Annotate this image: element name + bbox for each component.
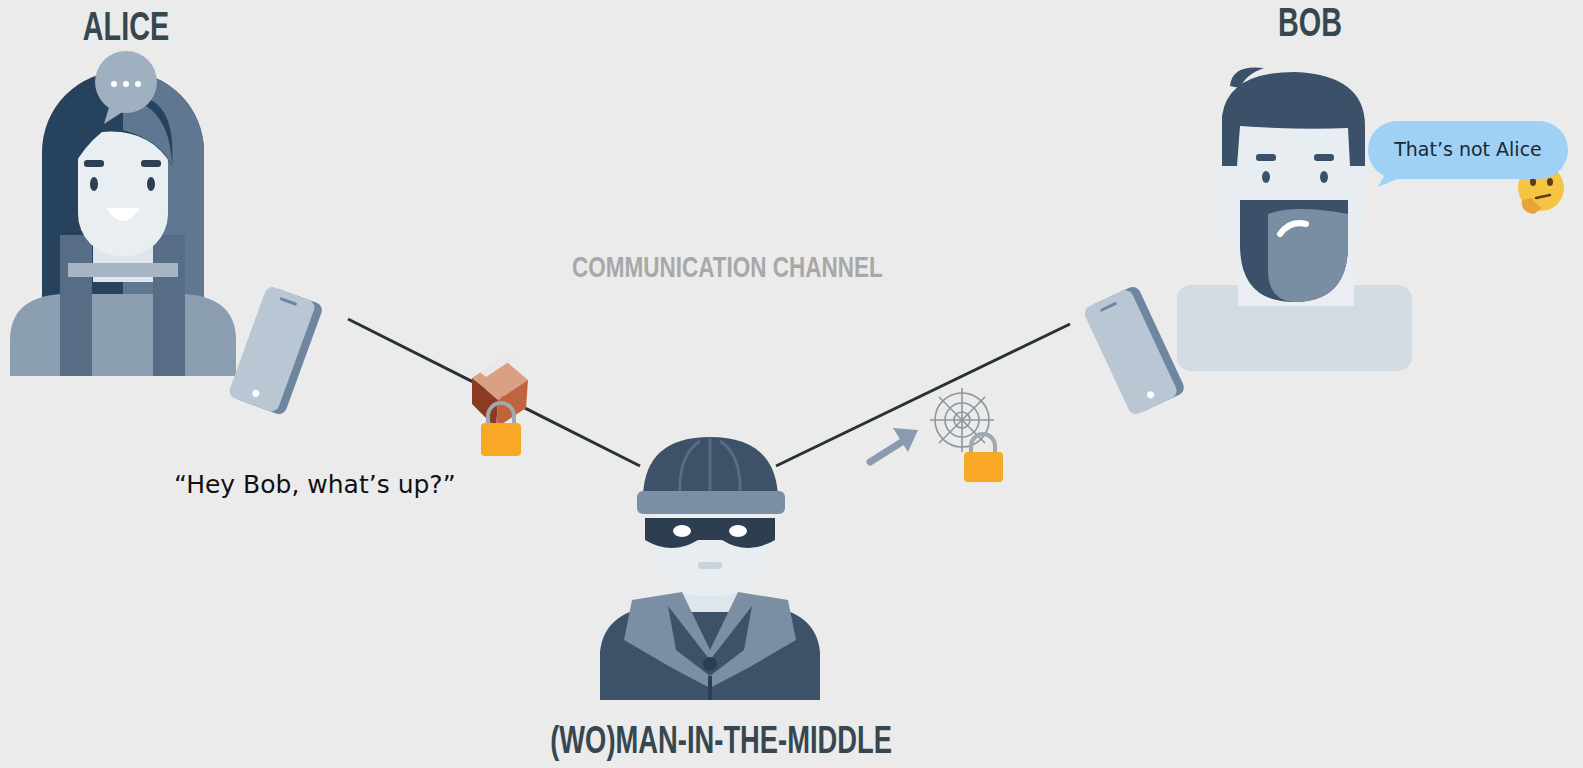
lock-icon	[481, 423, 521, 456]
bubble-text: That’s not Alice	[1368, 121, 1568, 177]
package-icon	[472, 352, 528, 428]
person-node: ALICE	[10, 0, 348, 410]
speech-bubble: That’s not Alice	[1368, 121, 1568, 179]
attacker-figure	[600, 437, 820, 700]
lock-icon	[971, 434, 995, 454]
thinking-emoji	[1536, 195, 1550, 198]
message-text: “Hey Bob, what’s up?”	[174, 470, 456, 499]
channel-line	[776, 324, 1070, 466]
bob-figure	[1280, 223, 1306, 234]
spider-web-icon	[930, 388, 994, 452]
alice-figure	[111, 81, 117, 87]
thinking-emoji	[1522, 198, 1542, 214]
lock-icon	[964, 452, 1003, 482]
attacker-figure	[708, 676, 712, 700]
bob-figure	[1082, 284, 1186, 416]
attacker-figure	[673, 525, 691, 537]
bob-figure	[1082, 67, 1412, 416]
channel-label: COMMUNICATION CHANNEL	[572, 250, 872, 284]
attacker-figure	[729, 525, 747, 537]
person-node: (WO)MAN-IN-THE-MIDDLE	[598, 466, 822, 768]
alice-figure	[68, 263, 178, 277]
attacker-figure	[703, 657, 717, 671]
channel-line	[776, 324, 1070, 466]
person-node: BOB	[1070, 0, 1420, 410]
alice-figure	[153, 235, 185, 376]
direction-arrow	[893, 428, 918, 452]
attacker-figure	[645, 518, 775, 548]
attacker-figure	[680, 438, 740, 496]
channel-line	[348, 319, 640, 466]
alice-figure	[90, 177, 98, 191]
alice-figure	[60, 235, 92, 376]
bob-figure	[1240, 200, 1348, 302]
alice-figure	[147, 177, 155, 191]
spider-web-icon	[935, 393, 989, 447]
alice-figure	[251, 389, 260, 398]
bob-figure	[1222, 72, 1365, 166]
attacker-figure	[637, 491, 785, 514]
attacker-figure	[698, 562, 722, 569]
package-icon	[480, 352, 516, 377]
bob-figure	[1314, 154, 1334, 161]
bubble-outline	[1368, 121, 1568, 179]
bob-figure	[1230, 67, 1264, 88]
thinking-emoji	[1547, 178, 1553, 186]
person-name: BOB	[1274, 0, 1346, 44]
spider-web-icon	[954, 412, 970, 428]
direction-arrow	[870, 428, 918, 462]
alice-figure	[10, 294, 236, 376]
channel-line	[348, 319, 640, 466]
attacker-figure	[668, 606, 752, 676]
bob-figure	[1320, 171, 1328, 183]
lock-icon	[964, 434, 1003, 482]
alice-figure	[123, 81, 129, 87]
person-name: ALICE	[42, 4, 209, 48]
alice-figure	[227, 285, 324, 416]
bob-figure	[1256, 154, 1276, 161]
lock-icon	[481, 403, 521, 456]
alice-figure	[106, 208, 140, 221]
alice-figure	[95, 51, 157, 113]
bob-figure	[1146, 390, 1155, 399]
attacker-figure	[643, 437, 778, 496]
alice-figure	[227, 285, 316, 414]
spider-web-icon	[945, 403, 979, 437]
lock-icon	[488, 403, 514, 424]
thinking-emoji	[1530, 178, 1536, 186]
alice-figure	[104, 104, 124, 124]
attacker-figure	[624, 592, 796, 688]
alice-figure	[135, 81, 141, 87]
bob-figure	[1082, 288, 1179, 417]
bob-figure	[1268, 209, 1348, 302]
alice-figure	[141, 160, 161, 167]
bob-figure	[1262, 171, 1270, 183]
bob-figure	[1100, 302, 1118, 312]
alice-figure	[10, 51, 324, 416]
alice-figure	[84, 160, 104, 167]
alice-figure	[279, 297, 297, 306]
person-name: (WO)MAN-IN-THE-MIDDLE	[550, 718, 870, 762]
direction-arrow	[870, 440, 905, 462]
